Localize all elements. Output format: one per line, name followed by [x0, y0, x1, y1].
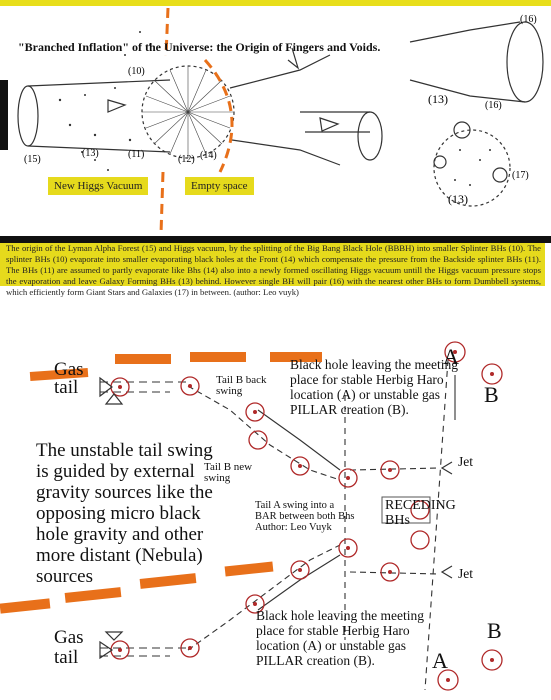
letter-a-bottom: A	[432, 648, 448, 673]
jet-label-top: Jet	[458, 454, 473, 469]
label-15: (15)	[24, 154, 41, 165]
branched-inflation-drawing	[0, 7, 544, 235]
tail-b-back-label: Tail B back swing	[216, 374, 267, 397]
letter-b-top: B	[484, 382, 499, 407]
receding-label: RECEDING BHs	[385, 498, 456, 528]
bh-leaving-bottom-text: Black hole leaving the meeting place for…	[256, 608, 424, 668]
label-11: (11)	[128, 149, 145, 160]
black-divider	[0, 236, 551, 243]
label-14: (14)	[200, 150, 217, 161]
branched-inflation-figure	[0, 6, 551, 238]
label-17: (17)	[512, 170, 529, 181]
label-13: (13)	[82, 148, 99, 159]
black-hole-drawing	[0, 341, 503, 691]
figure-caption: The origin of the Lyman Alpha Forest (15…	[0, 243, 545, 297]
new-higgs-vacuum-label: New Higgs Vacuum	[48, 177, 149, 195]
unstable-tail-text: The unstable tail swing is guided by ext…	[36, 440, 213, 587]
tail-a-label: Tail A swing into a BAR between both Bhs…	[255, 500, 355, 533]
gas-tail-top-label: Gas tail	[54, 359, 84, 398]
label-13-circle: (13)	[448, 192, 468, 206]
empty-space-label: Empty space	[185, 177, 254, 195]
letter-a-top: A	[443, 344, 459, 369]
bh-leaving-top-text: Black hole leaving the meeting place for…	[290, 357, 458, 417]
letter-b-bottom: B	[487, 618, 502, 643]
gas-tail-bottom-label: Gas tail	[54, 627, 84, 668]
label-13-right: (13)	[428, 92, 448, 106]
label-16: (16)	[485, 100, 502, 111]
caption-text: The origin of the Lyman Alpha Forest (15…	[6, 243, 541, 297]
jet-label-bottom: Jet	[458, 566, 473, 581]
figure-title: "Branched Inflation" of the Universe: th…	[18, 40, 381, 54]
tail-b-new-label: Tail B new swing	[204, 461, 253, 484]
label-10: (10)	[128, 66, 145, 77]
top-yellow-stripe	[0, 0, 551, 6]
label-12: (12)	[178, 154, 195, 165]
black-hole-tail-diagram: Gas tail Tail B back swing Black hole le…	[0, 288, 551, 700]
label-16-top: (16)	[520, 14, 537, 25]
